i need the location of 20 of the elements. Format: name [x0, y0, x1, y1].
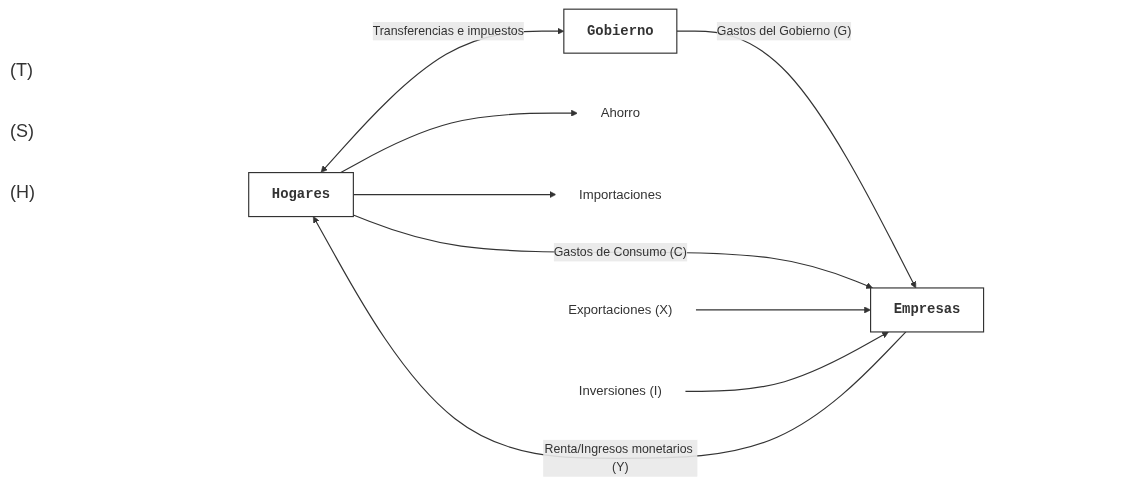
node-text: Exportaciones (X): [568, 302, 673, 318]
arrow: [352, 214, 873, 289]
node-box: Empresas: [869, 287, 985, 333]
arrow: [312, 216, 907, 459]
arrow: [694, 306, 871, 314]
note-label: (S): [10, 121, 35, 142]
node-text: Inversiones (I): [578, 383, 662, 399]
note-label: (T): [10, 60, 34, 81]
node-text: Importaciones: [578, 187, 662, 202]
arrow: [676, 30, 916, 289]
edge-label: Gastos de Consumo (C): [553, 245, 687, 259]
edge-label: Gastos del Gobierno (G): [716, 24, 852, 38]
edge-label: Renta/Ingresos monetarios (Y): [544, 442, 693, 474]
node-text: Ahorro: [600, 105, 640, 121]
node-box: Hogares: [248, 172, 354, 218]
note-label: (H): [10, 182, 36, 203]
arrow: [340, 109, 578, 174]
edge-label: Transferencias e impuestos: [372, 24, 524, 38]
arrow: [684, 331, 889, 392]
node-box: Gobierno: [563, 8, 678, 54]
